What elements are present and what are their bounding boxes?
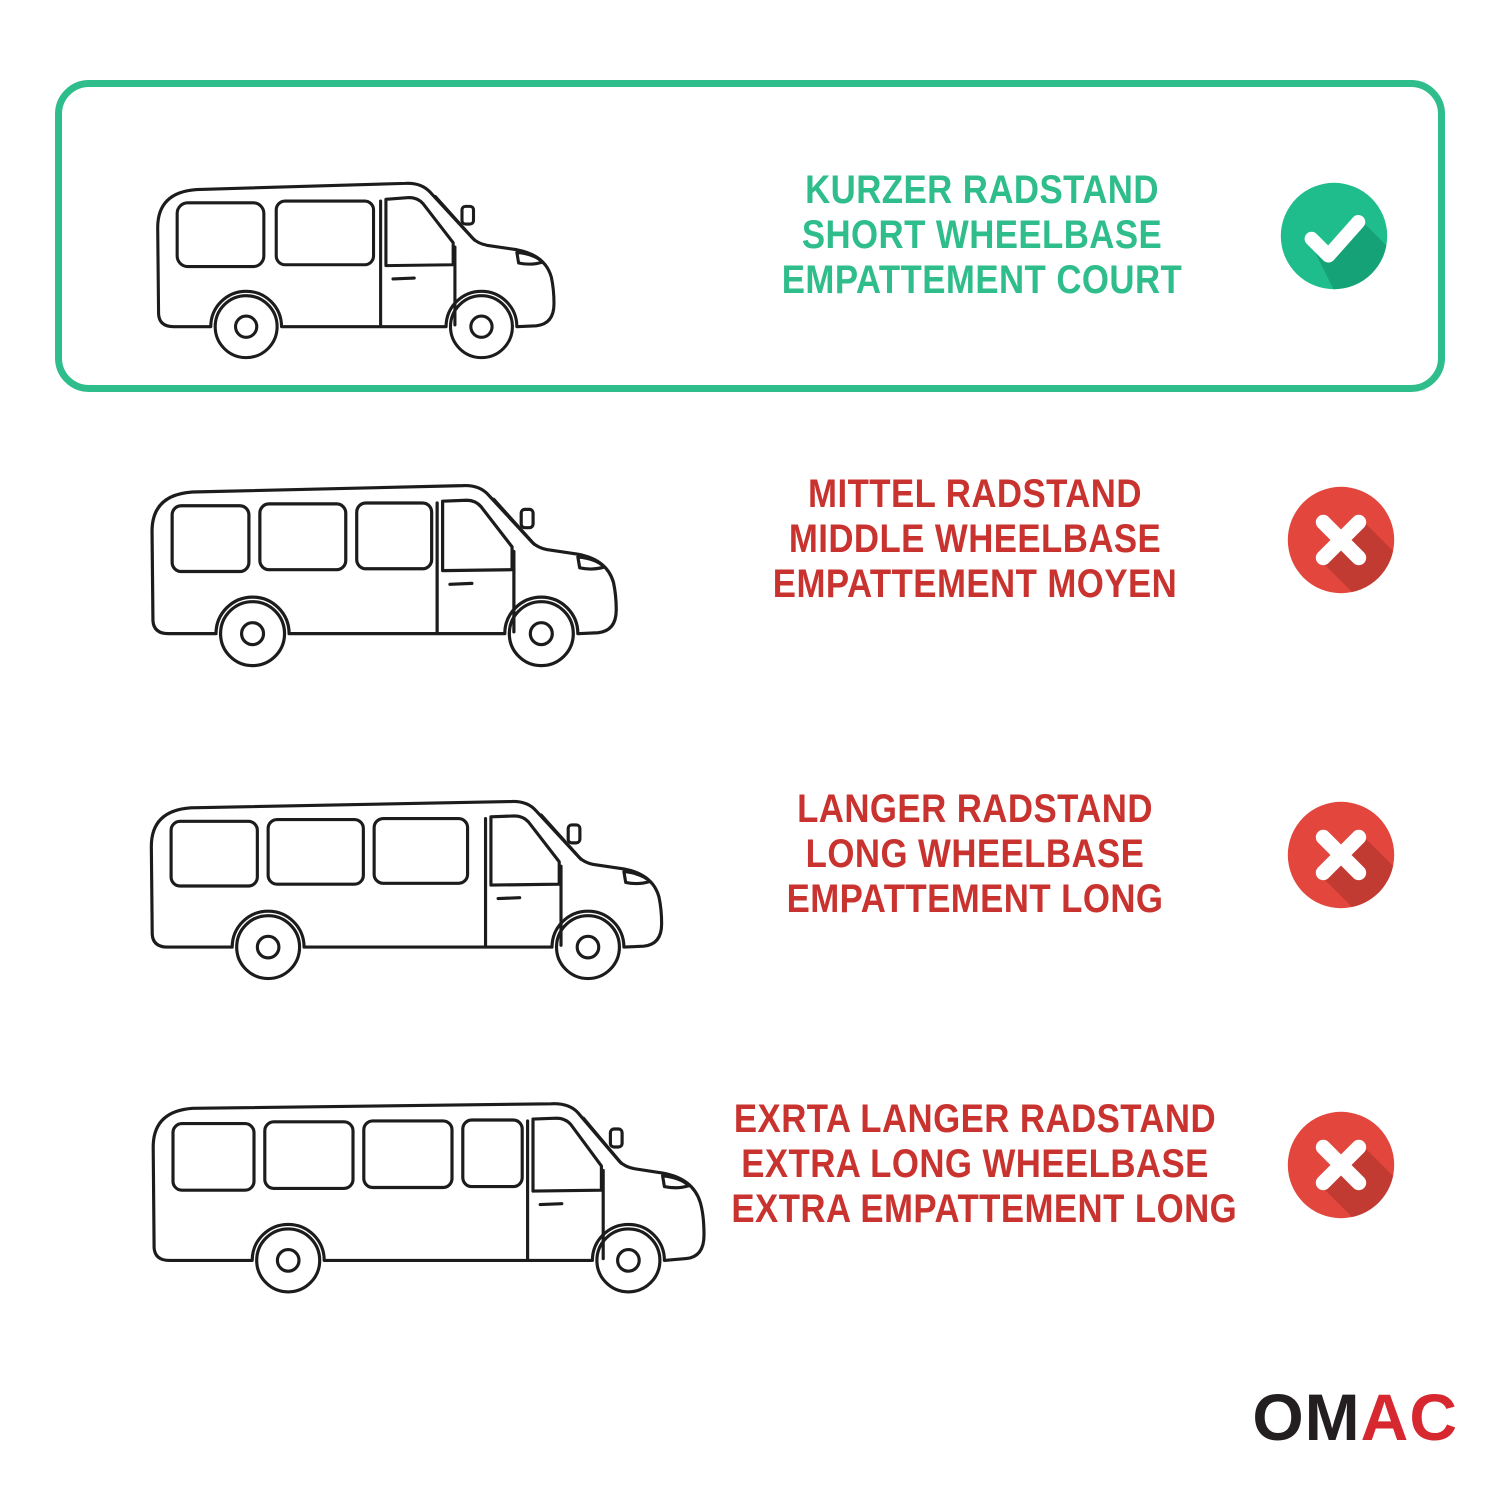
label-line-en: LONG WHEELBASE (805, 832, 1145, 877)
van-middle-illustration (110, 405, 640, 675)
status-incompatible (1285, 1109, 1397, 1221)
label-line-fr: EMPATTEMENT LONG (786, 877, 1164, 922)
wheelbase-label-middle: MITTEL RADSTAND MIDDLE WHEELBASE EMPATTE… (731, 472, 1218, 608)
logo-text-black: OM (1252, 1380, 1361, 1454)
label-line-de: KURZER RADSTAND (805, 168, 1159, 213)
van-long-icon (149, 799, 664, 981)
status-incompatible (1285, 484, 1397, 596)
label-line-en: SHORT WHEELBASE (801, 213, 1163, 258)
cross-icon (1287, 1111, 1395, 1219)
label-line-fr: EMPATTEMENT COURT (781, 258, 1183, 303)
logo-text-red: AC (1360, 1380, 1458, 1454)
van-middle-icon (150, 483, 618, 668)
label-line-fr: EXTRA EMPATTEMENT LONG (731, 1187, 1238, 1232)
wheelbase-label-long: LANGER RADSTAND LONG WHEELBASE EMPATTEME… (731, 787, 1218, 923)
row-middle-wheelbase: MITTEL RADSTAND MIDDLE WHEELBASE EMPATTE… (55, 420, 1445, 668)
label-line-en: MIDDLE WHEELBASE (788, 517, 1162, 562)
status-compatible (1278, 180, 1390, 292)
van-short-icon (156, 181, 556, 360)
check-icon (1280, 182, 1388, 290)
row-long-wheelbase: LANGER RADSTAND LONG WHEELBASE EMPATTEME… (55, 735, 1445, 981)
wheelbase-label-extra-long: EXRTA LANGER RADSTAND EXTRA LONG WHEELBA… (731, 1097, 1238, 1233)
row-short-wheelbase: KURZER RADSTAND SHORT WHEELBASE EMPATTEM… (55, 80, 1445, 392)
label-line-de: LANGER RADSTAND (797, 787, 1153, 832)
row-extra-long-wheelbase: EXRTA LANGER RADSTAND EXTRA LONG WHEELBA… (55, 1025, 1445, 1305)
van-long-illustration (110, 722, 685, 987)
label-line-en: EXTRA LONG WHEELBASE (741, 1142, 1209, 1187)
label-line-de: EXRTA LANGER RADSTAND (733, 1097, 1217, 1142)
cross-icon (1287, 801, 1395, 909)
van-extra-long-icon (151, 1102, 706, 1294)
label-line-de: MITTEL RADSTAND (808, 472, 1142, 517)
omac-logo: OMAC (1252, 1384, 1458, 1450)
label-line-fr: EMPATTEMENT MOYEN (772, 562, 1178, 607)
van-extra-long-illustration (110, 1030, 740, 1300)
status-incompatible (1285, 799, 1397, 911)
van-short-illustration (117, 106, 577, 367)
wheelbase-label-short: KURZER RADSTAND SHORT WHEELBASE EMPATTEM… (738, 168, 1225, 304)
cross-icon (1287, 486, 1395, 594)
